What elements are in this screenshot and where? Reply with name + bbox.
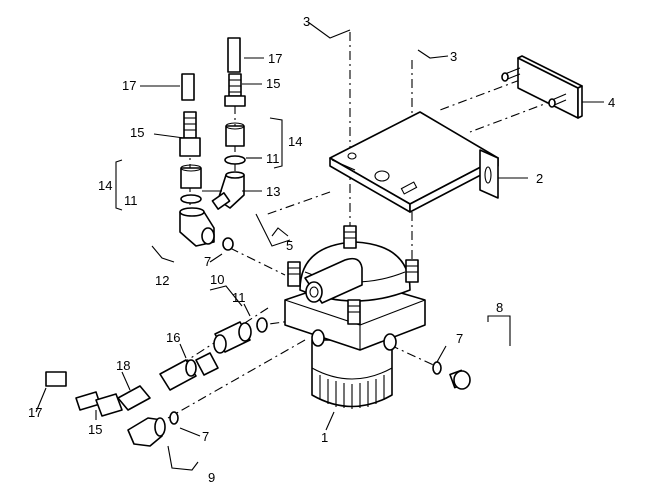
callout-7-right: 7	[456, 331, 463, 346]
callout-11-lower: 11	[232, 290, 246, 305]
callout-7-upper: 7	[204, 254, 211, 269]
callout-11-upper-right: 11	[266, 151, 280, 166]
callout-17-lower: 17	[28, 405, 42, 420]
callout-1: 1	[321, 430, 328, 445]
callout-18: 18	[116, 358, 130, 373]
valve-body	[284, 225, 426, 409]
callout-5: 5	[286, 238, 293, 253]
callout-11-upper-left: 11	[124, 193, 138, 208]
callout-8: 8	[496, 300, 503, 315]
callout-12: 12	[155, 273, 169, 288]
callout-2: 2	[536, 171, 543, 186]
callout-4: 4	[608, 95, 615, 110]
mounting-plate	[501, 55, 583, 119]
callout-14-left: 14	[98, 178, 112, 193]
callout-16: 16	[166, 330, 180, 345]
callout-13: 13	[266, 184, 280, 199]
bracket	[329, 111, 499, 213]
studs	[287, 225, 419, 325]
callout-17-top: 17	[268, 51, 282, 66]
lower-fittings	[45, 317, 268, 447]
callout-3-left: 3	[303, 14, 310, 29]
callout-9: 9	[208, 470, 215, 485]
plug	[432, 361, 471, 390]
leader-lines	[35, 21, 604, 471]
callouts: 1 2 3 3 4 5 7 7 7 8 9 10 11 11 11 12 13 …	[28, 14, 615, 485]
callout-17-left: 17	[122, 78, 136, 93]
upper-fittings	[179, 37, 246, 251]
callout-15-lower: 15	[88, 422, 102, 437]
callout-7-lower: 7	[202, 429, 209, 444]
callout-14-right: 14	[288, 134, 302, 149]
callout-10: 10	[210, 272, 224, 287]
callout-15-upper-right: 15	[266, 76, 280, 91]
callout-15-upper-left: 15	[130, 125, 144, 140]
callout-3-right: 3	[450, 49, 457, 64]
filter-ribs	[319, 375, 385, 409]
